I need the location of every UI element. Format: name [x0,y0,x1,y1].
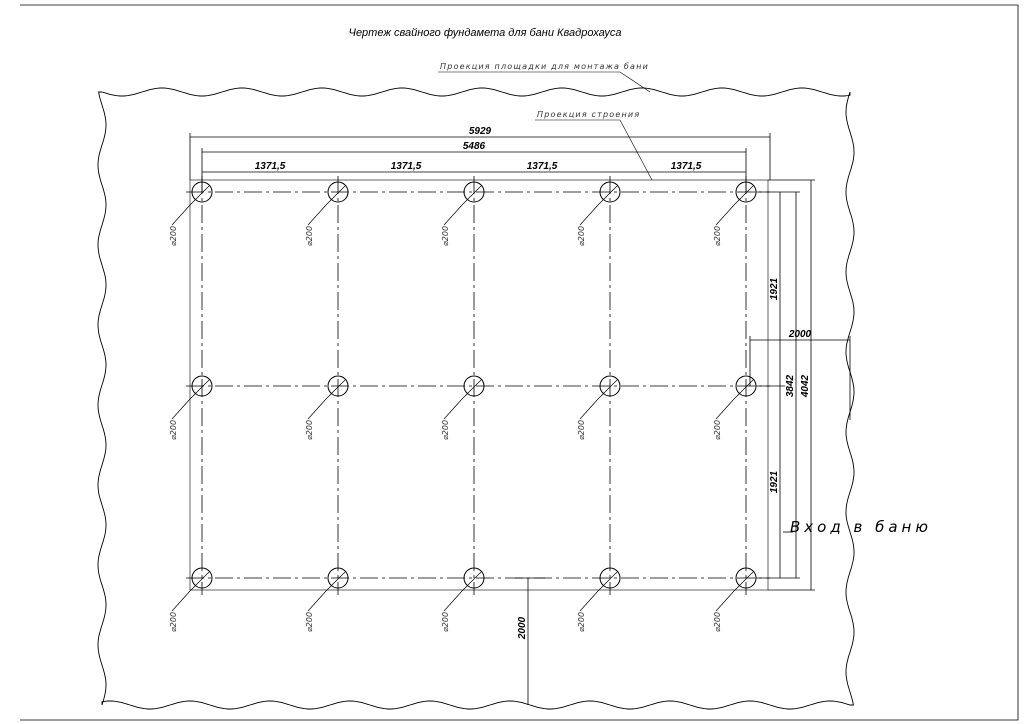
building-projection-note: Проекция строения [537,110,640,119]
dim-1921-bottom: 1921 [769,470,780,493]
pile-circle [463,181,485,203]
pile-diameter-label: ⌀200 [169,226,178,246]
pile-diameter-label: ⌀200 [441,420,450,440]
pile-diameter-label: ⌀200 [305,612,314,632]
pile-circle [599,375,621,397]
pile: ⌀200 [305,567,349,632]
site-projection-note: Проекция площадки для монтажа бани [440,62,649,71]
drawing-title: Чертеж свайного фундамета для бани Квадр… [349,27,622,39]
dim-span-3: 1371,5 [527,161,558,172]
pile-leader [171,378,211,420]
pile-circle [191,567,213,589]
pile-leader [715,184,755,226]
sheet-frame [20,4,1019,721]
dim-3842: 3842 [785,374,796,397]
pile: ⌀200 [305,181,349,246]
pile-circle [463,375,485,397]
dim-front-2000: 2000 [517,616,528,640]
pile-leader [307,184,347,226]
pile-circle [735,181,757,203]
pile: ⌀200 [577,181,621,246]
pile-circle [327,375,349,397]
dim-5929: 5929 [469,126,492,137]
pile-circle [327,567,349,589]
site-boundary-wavy [97,87,855,710]
pile: ⌀200 [305,375,349,440]
pile: ⌀200 [169,567,213,632]
dim-4042: 4042 [800,374,811,398]
pile-leader [171,570,211,612]
building-outline [189,179,769,591]
pile-circle [735,375,757,397]
entrance-label: Вход в баню [790,518,932,536]
pile: ⌀200 [169,375,213,440]
pile: ⌀200 [169,181,213,246]
pile-diameter-label: ⌀200 [305,226,314,246]
pile: ⌀200 [441,181,485,246]
dim-5486: 5486 [463,141,486,152]
pile-leader [715,378,755,420]
pile-diameter-label: ⌀200 [441,226,450,246]
pile: ⌀200 [713,181,757,246]
pile-diameter-label: ⌀200 [441,612,450,632]
pile-leader [579,570,619,612]
pile-diameter-label: ⌀200 [713,612,722,632]
pile-leader [443,570,483,612]
pile-circle [327,181,349,203]
pile-leader [307,570,347,612]
pile-leader [579,184,619,226]
pile: ⌀200 [441,567,485,632]
pile-diameter-label: ⌀200 [305,420,314,440]
pile: ⌀200 [577,567,621,632]
pile-diameter-label: ⌀200 [577,612,586,632]
pile: ⌀200 [441,375,485,440]
pile-diameter-label: ⌀200 [713,226,722,246]
pile: ⌀200 [713,375,757,440]
pile-leader [443,378,483,420]
pile-leader [579,378,619,420]
pile-diameter-label: ⌀200 [577,420,586,440]
dim-side-2000: 2000 [788,329,812,340]
pile-circle [735,567,757,589]
pile-circle [599,567,621,589]
pile-diameter-label: ⌀200 [713,420,722,440]
pile-leader [715,570,755,612]
pile-circle [191,181,213,203]
pile: ⌀200 [713,567,757,632]
dim-span-4: 1371,5 [671,161,702,172]
pile-leader [443,184,483,226]
dim-span-2: 1371,5 [391,161,422,172]
dim-span-1: 1371,5 [255,161,286,172]
pile-circle [191,375,213,397]
pile-circle [463,567,485,589]
pile-leader [307,378,347,420]
pile-diameter-label: ⌀200 [169,420,178,440]
dim-1921-top: 1921 [769,277,780,300]
pile-diameter-label: ⌀200 [577,226,586,246]
pile: ⌀200 [577,375,621,440]
pile-leader [171,184,211,226]
pile-diameter-label: ⌀200 [169,612,178,632]
pile-circle [599,181,621,203]
